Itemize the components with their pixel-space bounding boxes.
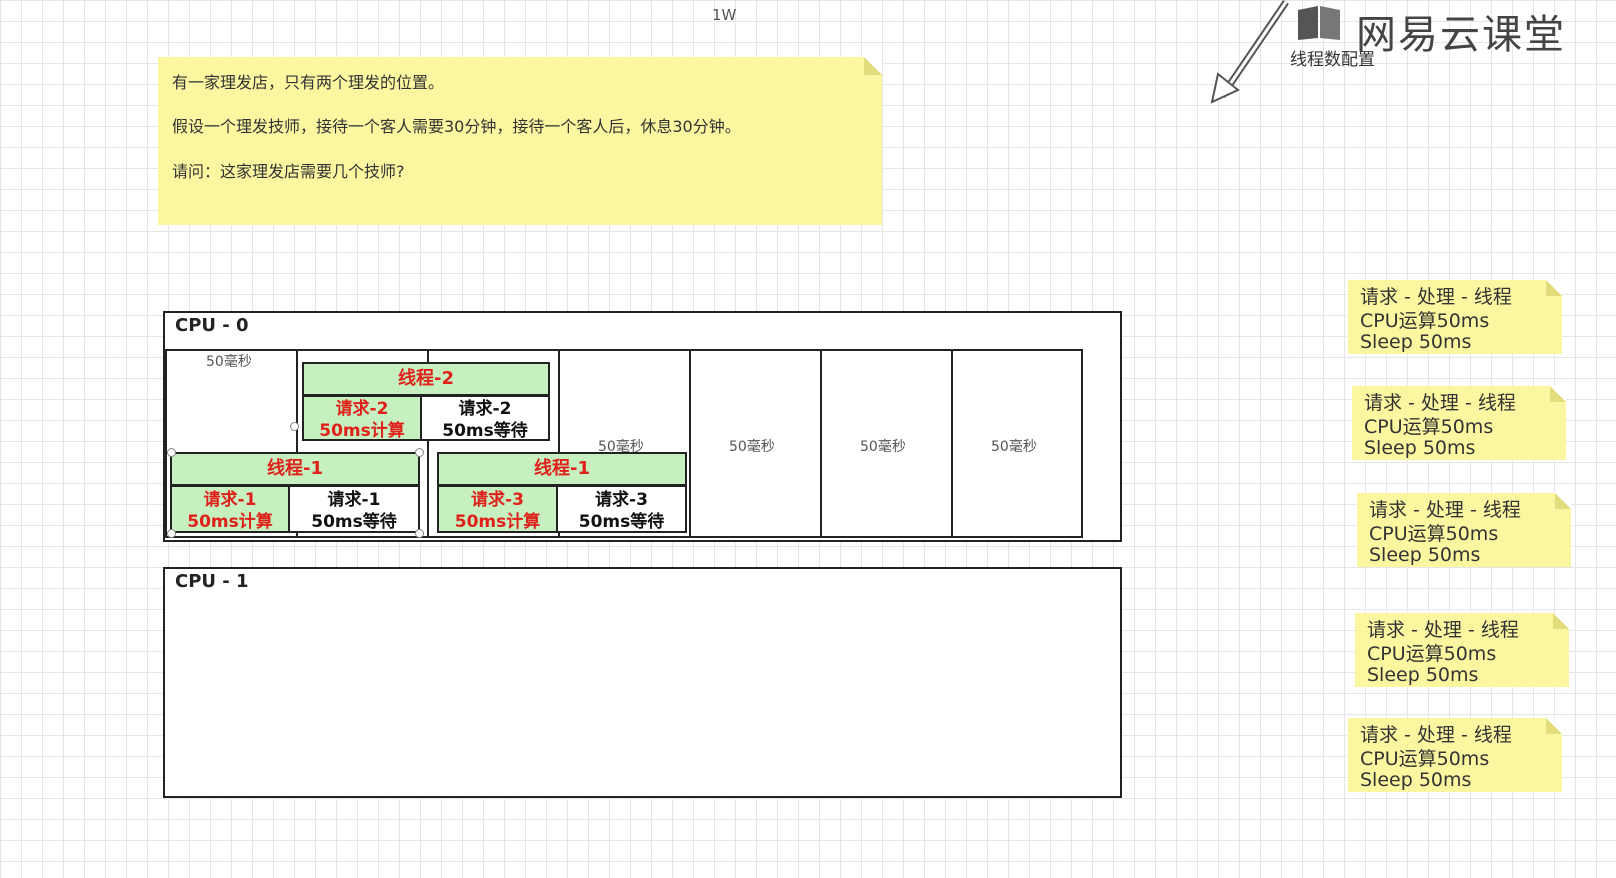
side-note-1[interactable]: 请求 - 处理 - 线程 CPU运算50ms Sleep 50ms xyxy=(1348,280,1562,354)
request-1-compute-line1: 请求-1 xyxy=(203,490,257,510)
note-fold xyxy=(1550,386,1566,402)
watermark-logo-text: 网易云课堂 xyxy=(1356,12,1566,58)
side-note-3[interactable]: 请求 - 处理 - 线程 CPU运算50ms Sleep 50ms xyxy=(1357,493,1571,567)
request-1-wait[interactable]: 请求-1 50ms等待 xyxy=(288,485,420,533)
request-2-wait[interactable]: 请求-2 50ms等待 xyxy=(420,395,550,441)
problem-line-1: 有一家理发店，只有两个理发的位置。 xyxy=(172,73,445,92)
side-note-3-line1: 请求 - 处理 - 线程 xyxy=(1369,499,1521,521)
note-fold xyxy=(1555,493,1571,509)
side-note-5[interactable]: 请求 - 处理 - 线程 CPU运算50ms Sleep 50ms xyxy=(1348,718,1562,792)
side-note-1-line1: 请求 - 处理 - 线程 xyxy=(1360,286,1512,308)
logo-icon xyxy=(1298,6,1340,40)
selection-handle[interactable] xyxy=(167,529,176,538)
side-note-2-line2: CPU运算50ms xyxy=(1364,416,1494,438)
side-note-3-line2: CPU运算50ms xyxy=(1369,523,1499,545)
request-2-compute-line1: 请求-2 xyxy=(335,399,389,419)
note-fold xyxy=(1553,613,1569,629)
request-3-wait-line2: 50ms等待 xyxy=(578,512,665,532)
request-3-wait-line1: 请求-3 xyxy=(595,490,648,510)
request-3-compute-line1: 请求-3 xyxy=(471,490,524,510)
cpu1-label: CPU - 1 xyxy=(175,571,249,592)
problem-line-3: 请问：这家理发店需要几个技师? xyxy=(172,162,405,181)
note-fold xyxy=(864,57,882,75)
slot-label-7: 50毫秒 xyxy=(991,439,1037,455)
side-note-5-line2: CPU运算50ms xyxy=(1360,748,1490,770)
side-note-4[interactable]: 请求 - 处理 - 线程 CPU运算50ms Sleep 50ms xyxy=(1355,613,1569,687)
side-note-4-line1: 请求 - 处理 - 线程 xyxy=(1367,619,1519,641)
request-2-compute-line2: 50ms计算 xyxy=(319,421,405,441)
request-2-wait-line2: 50ms等待 xyxy=(442,421,528,441)
slot-label-4: 50毫秒 xyxy=(598,439,644,455)
request-1-wait-line2: 50ms等待 xyxy=(311,512,397,532)
slot-label-6: 50毫秒 xyxy=(860,439,906,455)
slot-label-1: 50毫秒 xyxy=(206,354,252,370)
side-note-5-line1: 请求 - 处理 - 线程 xyxy=(1360,724,1512,746)
side-note-1-line3: Sleep 50ms xyxy=(1360,331,1472,353)
thread-1-header-a[interactable]: 线程-1 xyxy=(170,452,420,486)
time-slot-6[interactable] xyxy=(820,349,953,538)
side-note-3-line3: Sleep 50ms xyxy=(1369,544,1481,566)
watermark-caption: 线程数配置 xyxy=(1290,50,1375,70)
side-note-1-line2: CPU运算50ms xyxy=(1360,310,1490,332)
request-1-compute-line2: 50ms计算 xyxy=(187,512,273,532)
cpu0-label: CPU - 0 xyxy=(175,315,249,336)
request-3-wait[interactable]: 请求-3 50ms等待 xyxy=(556,485,687,533)
slot-label-5: 50毫秒 xyxy=(729,439,775,455)
request-2-compute[interactable]: 请求-2 50ms计算 xyxy=(302,395,422,441)
arrow-icon xyxy=(1210,0,1289,104)
side-note-2-line3: Sleep 50ms xyxy=(1364,437,1476,459)
note-fold xyxy=(1546,280,1562,296)
side-note-4-line3: Sleep 50ms xyxy=(1367,664,1479,686)
selection-handle[interactable] xyxy=(290,422,299,431)
side-note-2-line1: 请求 - 处理 - 线程 xyxy=(1364,392,1516,414)
request-1-wait-line1: 请求-1 xyxy=(327,490,381,510)
selection-handle[interactable] xyxy=(167,448,176,457)
time-slot-5[interactable] xyxy=(689,349,822,538)
selection-handle[interactable] xyxy=(415,448,424,457)
problem-note[interactable]: 有一家理发店，只有两个理发的位置。 假设一个理发技师，接待一个客人需要30分钟，… xyxy=(158,57,882,225)
thread-2-header[interactable]: 线程-2 xyxy=(302,362,550,396)
request-3-compute[interactable]: 请求-3 50ms计算 xyxy=(437,485,558,533)
thread-1-header-b[interactable]: 线程-1 xyxy=(437,452,687,486)
request-1-compute[interactable]: 请求-1 50ms计算 xyxy=(170,485,290,533)
time-slot-7[interactable] xyxy=(951,349,1083,538)
note-fold xyxy=(1546,718,1562,734)
selection-handle[interactable] xyxy=(415,529,424,538)
side-note-2[interactable]: 请求 - 处理 - 线程 CPU运算50ms Sleep 50ms xyxy=(1352,386,1566,460)
side-note-4-line2: CPU运算50ms xyxy=(1367,643,1497,665)
problem-line-2: 假设一个理发技师，接待一个客人需要30分钟，接待一个客人后，休息30分钟。 xyxy=(172,117,741,136)
side-note-5-line3: Sleep 50ms xyxy=(1360,769,1472,791)
cpu1-box[interactable]: CPU - 1 xyxy=(163,567,1122,798)
request-3-compute-line2: 50ms计算 xyxy=(454,512,541,532)
request-2-wait-line1: 请求-2 xyxy=(458,399,512,419)
zoom-label: 1W xyxy=(712,6,737,24)
